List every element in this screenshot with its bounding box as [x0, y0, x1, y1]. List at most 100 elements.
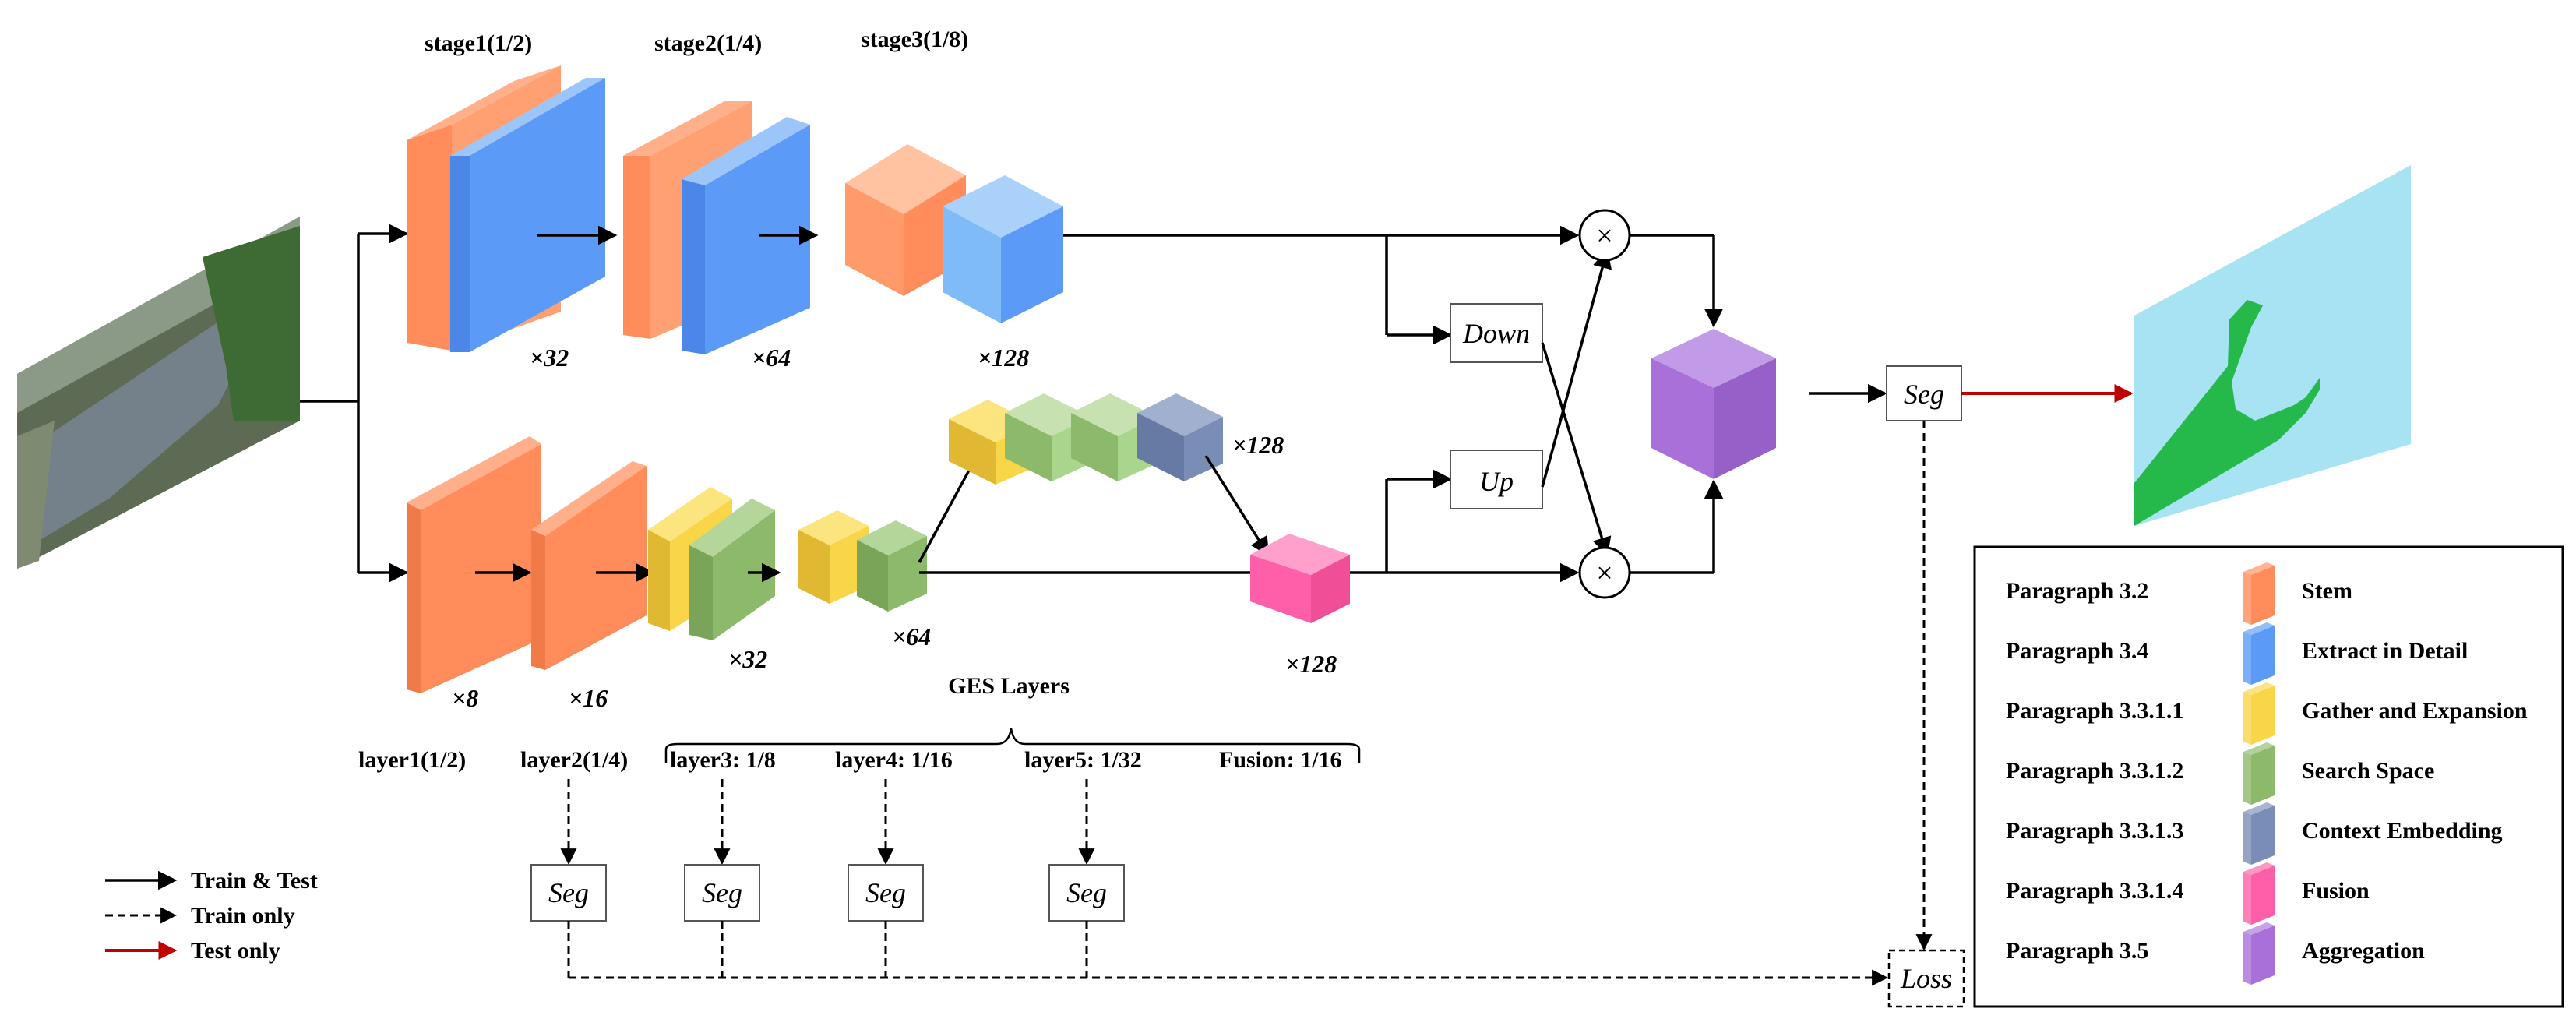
legend-row: Paragraph 3.4 Extract in Detail — [2006, 622, 2468, 685]
loss-label: Loss — [1900, 963, 1952, 994]
stage1-mult: ×32 — [530, 344, 569, 372]
layer2-block — [531, 461, 647, 670]
legend-row: Paragraph 3.3.1.3 Context Embedding — [2006, 802, 2503, 865]
aggregation-block — [1651, 329, 1776, 479]
legend-paragraph: Paragraph 3.3.1.3 — [2006, 818, 2183, 844]
legend-label: Aggregation — [2302, 938, 2425, 964]
legend-swatch-side — [2243, 692, 2251, 745]
layer4-block — [798, 510, 927, 612]
legend-train-test: Train & Test — [191, 868, 318, 894]
multiply-top: × — [1578, 209, 1631, 262]
legend-swatch-top — [2243, 562, 2275, 575]
legend-row: Paragraph 3.5 Aggregation — [2006, 922, 2425, 985]
seg-aux-4-label: Seg — [1066, 877, 1107, 908]
stage3-block — [845, 144, 1063, 323]
multiply-bottom-symbol: × — [1596, 557, 1612, 590]
stage2-mult: ×64 — [752, 344, 791, 372]
multiply-bottom: × — [1578, 546, 1631, 599]
legend-row: Paragraph 3.2 Stem — [2006, 562, 2352, 625]
multiply-top-symbol: × — [1596, 220, 1612, 252]
down-label: Down — [1462, 318, 1530, 349]
legend-label: Fusion — [2302, 878, 2370, 904]
legend-label: Search Space — [2302, 758, 2434, 784]
input-branch-arrows — [300, 224, 409, 583]
legend-paragraph: Paragraph 3.2 — [2006, 578, 2148, 604]
legend-swatch-side — [2243, 752, 2251, 805]
layer4-mult: ×64 — [892, 622, 931, 651]
legend-paragraph: Paragraph 3.3.1.2 — [2006, 758, 2183, 784]
legend-swatch — [2251, 626, 2275, 685]
seg-box-aux-4: Seg — [1048, 864, 1125, 922]
legend-swatch-side — [2243, 812, 2251, 865]
layer3-block — [648, 487, 775, 640]
down-box: Down — [1450, 303, 1543, 363]
legend-row: Paragraph 3.3.1.4 Fusion — [2006, 862, 2370, 925]
legend-swatch — [2251, 926, 2275, 985]
legend-paragraph: Paragraph 3.3.1.1 — [2006, 698, 2183, 724]
seg-box-aux-2: Seg — [684, 864, 760, 922]
output-segmentation — [2134, 165, 2411, 526]
legend-row: Paragraph 3.3.1.1 Gather and Expansion — [2006, 682, 2528, 745]
layer2-label: layer2(1/4) — [520, 747, 628, 773]
legend-swatch-top — [2243, 802, 2275, 815]
fusion-mult: ×128 — [1285, 650, 1337, 678]
legend-swatch — [2251, 746, 2275, 805]
legend-label: Extract in Detail — [2302, 638, 2468, 664]
ges-brace — [664, 728, 1361, 763]
seg-box-main: Seg — [1886, 365, 1962, 421]
layer5-label: layer5: 1/32 — [1024, 747, 1142, 773]
layer1-label: layer1(1/2) — [358, 747, 466, 773]
layer4-label: layer4: 1/16 — [835, 747, 953, 773]
legend-paragraph: Paragraph 3.3.1.4 — [2006, 878, 2183, 904]
stage3-label: stage3(1/8) — [861, 26, 968, 52]
seg-box-aux-3: Seg — [848, 864, 924, 922]
layer5-block — [949, 393, 1223, 485]
legend-swatch-top — [2243, 622, 2275, 635]
seg-aux-1-label: Seg — [548, 877, 589, 908]
legend-swatch — [2251, 806, 2275, 865]
legend-swatch-side — [2243, 872, 2251, 925]
stage3-mult: ×128 — [978, 344, 1029, 372]
legend-swatch-side — [2243, 572, 2251, 625]
fusion-layer-label: Fusion: 1/16 — [1219, 747, 1342, 773]
layer3-label: layer3: 1/8 — [670, 747, 776, 773]
layer1-block — [407, 436, 541, 693]
seg-box-aux-1: Seg — [530, 864, 607, 922]
legend-test-only: Test only — [191, 938, 280, 964]
legend-swatch — [2251, 686, 2275, 745]
arrow-legend: Train & Test Train only Test only — [105, 868, 318, 964]
layer2-mult: ×16 — [569, 684, 608, 712]
stage1-label: stage1(1/2) — [425, 30, 532, 56]
stage1-block — [407, 65, 605, 352]
legend-label: Stem — [2302, 578, 2352, 604]
legend-swatch-top — [2243, 862, 2275, 875]
legend-train-only: Train only — [191, 903, 295, 929]
legend-swatch-side — [2243, 632, 2251, 685]
ges-layers-title: GES Layers — [948, 673, 1070, 699]
legend-label: Context Embedding — [2302, 818, 2503, 844]
up-box: Up — [1450, 450, 1543, 509]
seg-aux-3-label: Seg — [865, 877, 906, 908]
layer3-mult: ×32 — [728, 645, 767, 673]
input-image — [17, 217, 300, 569]
legend-label: Gather and Expansion — [2302, 698, 2528, 724]
seg-main-label: Seg — [1904, 379, 1944, 410]
stage2-label: stage2(1/4) — [654, 30, 762, 56]
legend-swatch-top — [2243, 922, 2275, 935]
seg-aux-2-label: Seg — [702, 877, 742, 908]
legend-swatch — [2251, 866, 2275, 925]
legend-swatch — [2251, 566, 2275, 625]
ges-mult: ×128 — [1232, 431, 1284, 459]
legend-swatch-side — [2243, 932, 2251, 985]
legend-row: Paragraph 3.3.1.2 Search Space — [2006, 742, 2434, 805]
stage2-block — [623, 101, 810, 354]
legend-paragraph: Paragraph 3.4 — [2006, 638, 2148, 664]
legend-swatch-top — [2243, 742, 2275, 755]
fusion-block — [1250, 534, 1350, 623]
legend-paragraph: Paragraph 3.5 — [2006, 938, 2148, 964]
loss-box: Loss — [1887, 949, 1965, 1008]
layer1-mult: ×8 — [452, 684, 478, 712]
up-label: Up — [1479, 466, 1514, 497]
